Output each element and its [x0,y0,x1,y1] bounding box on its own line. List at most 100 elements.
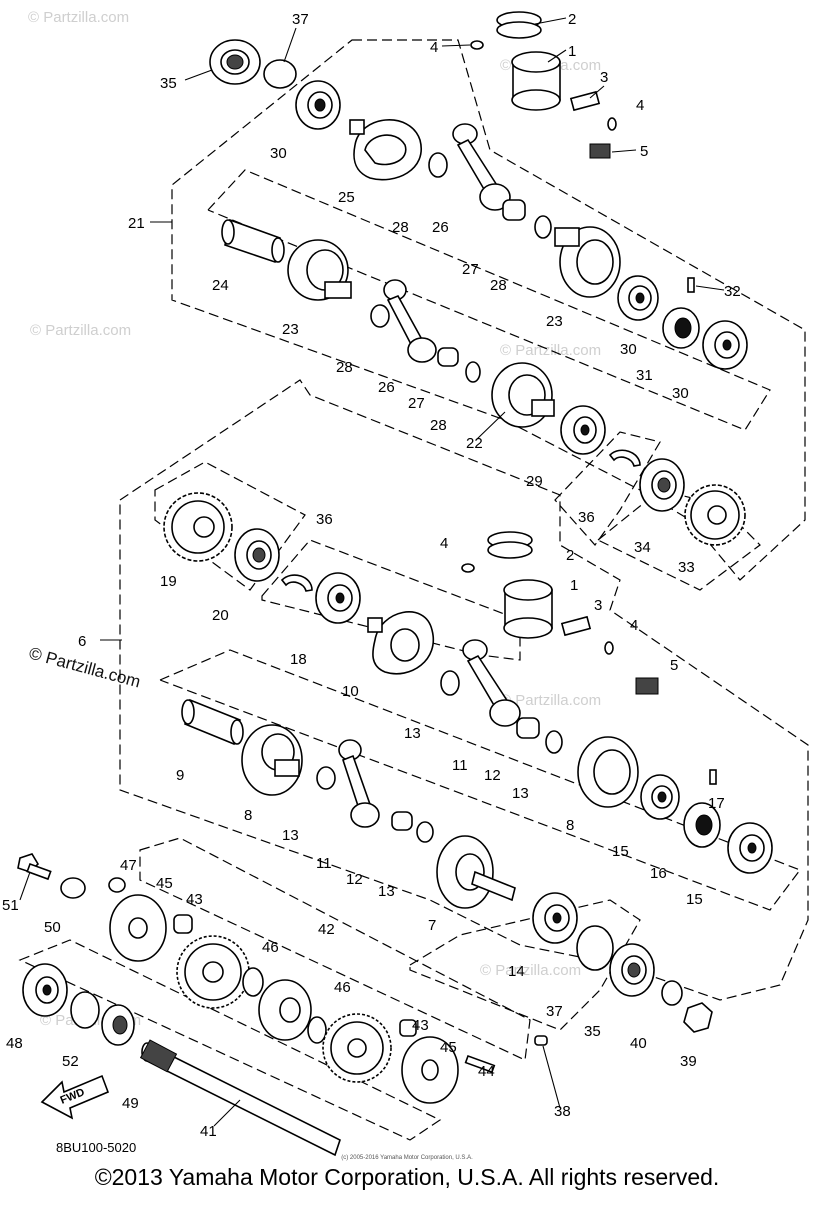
watermark-text: © Partzilla.com [27,644,143,692]
callout-44: 44 [478,1063,495,1080]
crank-assembly-outline-lower [119,379,809,1001]
callout-5: 5 [640,143,648,160]
callout-16: 16 [650,865,667,882]
fwd-arrow-icon: FWD [40,1074,110,1120]
callout-29: 29 [526,473,543,490]
callout-35: 35 [584,1023,601,1040]
callout-18: 18 [290,651,307,668]
oil-seal-icon [209,39,261,85]
o-ring-icon [242,967,264,997]
callout-4: 4 [430,39,438,56]
gear-icon [176,935,250,1009]
callout-15: 15 [686,891,703,908]
callout-13: 13 [404,725,421,742]
half-ring-icon [608,449,641,467]
washer-icon [440,670,460,696]
callout-13: 13 [378,883,395,900]
circlip-icon [263,59,297,89]
bearing-icon [617,275,659,321]
upper-parts [209,11,748,546]
bearing-icon [22,963,68,1017]
needle-bearing-icon [635,677,659,695]
leader-line [611,149,637,153]
collar-icon [683,802,721,848]
callout-10: 10 [342,683,359,700]
crank-inner-outline-upper [207,169,771,431]
leader-line [283,27,297,63]
bolt-icon [464,1054,496,1074]
piston-ring-icon [487,531,533,559]
callout-4: 4 [630,617,638,634]
callout-11: 11 [316,855,332,872]
callout-28: 28 [336,359,353,376]
oil-seal-icon [609,943,655,997]
washer-icon [661,980,683,1006]
part-code: 8BU100-5020 [56,1140,137,1155]
leader-line [19,871,31,901]
callouts: 37 2 4 1 35 3 4 5 30 25 21 28 26 27 28 2… [2,11,741,1140]
callout-43: 43 [412,1017,429,1034]
circlip-icon [576,925,614,971]
callout-24: 24 [212,277,229,294]
leader-line [441,44,471,47]
key-icon [534,1035,548,1046]
sprocket-icon [163,492,233,562]
bearing-icon [315,572,361,624]
half-ring-icon [280,574,313,592]
crank-bearing-icon [391,811,413,831]
crank-web-icon [349,119,423,181]
bearing-box-outline [261,539,521,661]
nut-icon [108,877,126,893]
callout-35: 35 [160,75,177,92]
balancer-upper-outline [139,837,531,1061]
callout-3: 3 [594,597,602,614]
crank-web-icon [554,226,621,298]
clip-icon [470,40,484,50]
crank-assembly-outline-upper [171,39,806,581]
callout-25: 25 [338,189,355,206]
crank-bearing-icon [516,717,540,739]
bearing-icon [727,822,773,874]
callout-11: 11 [452,757,468,774]
clip-icon [461,563,475,573]
bearing-icon [640,774,680,820]
callout-8: 8 [566,817,574,834]
callout-27: 27 [408,395,425,412]
crank-pin-icon [221,218,285,264]
clip-icon [604,641,614,655]
callout-4: 4 [440,535,448,552]
circlip-icon [70,991,100,1029]
crank-inner-outline-lower [159,649,801,911]
crank-web-icon [577,736,639,808]
crank-web-icon [241,724,303,796]
callout-9: 9 [176,767,184,784]
leader-line [184,69,213,81]
callout-22: 22 [466,435,483,452]
copyright-small: (c) 2005-2016 Yamaha Motor Corporation, … [341,1155,473,1161]
connecting-rod-icon [338,739,380,828]
callout-46: 46 [262,939,279,956]
sprocket-icon [684,484,746,546]
bolt-icon [17,853,52,881]
callout-1: 1 [570,577,578,594]
callout-28: 28 [490,277,507,294]
callout-34: 34 [634,539,651,556]
bearing-icon [295,80,341,130]
gear-icon [322,1013,392,1083]
piston-icon [511,51,561,111]
callout-30: 30 [672,385,689,402]
connecting-rod-icon [452,123,511,211]
connecting-rod-icon [462,639,521,727]
piston-pin-icon [560,615,592,637]
callout-2: 2 [568,11,576,28]
callout-23: 23 [282,321,299,338]
collar-icon [662,307,700,349]
callout-28: 28 [392,219,409,236]
callout-28: 28 [430,417,447,434]
callout-13: 13 [512,785,529,802]
callout-leaders [19,17,725,1127]
callout-43: 43 [186,891,203,908]
dowel-pin-icon [709,769,717,785]
callout-51: 51 [2,897,19,914]
